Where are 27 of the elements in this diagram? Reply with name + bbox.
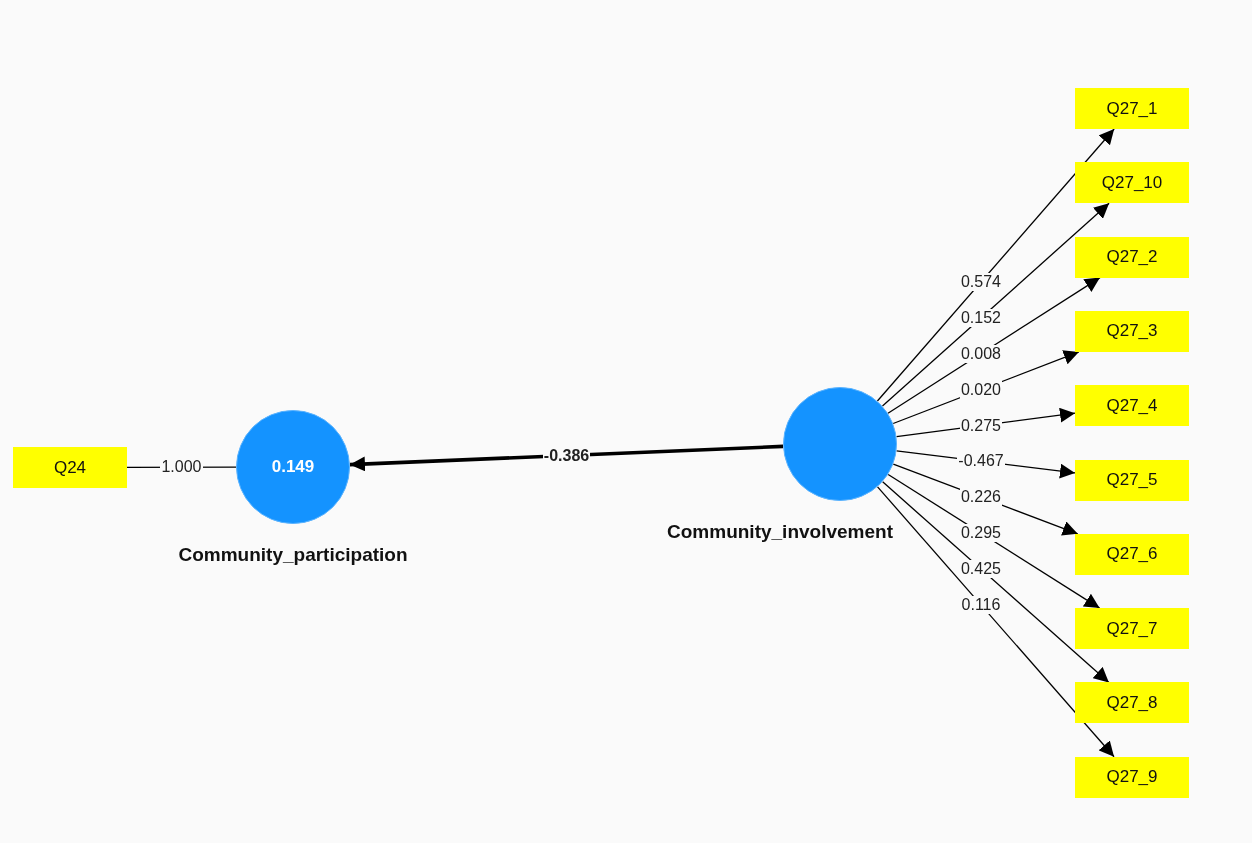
indicator-box: Q27_8: [1075, 682, 1189, 724]
edge-label: 0.226: [959, 488, 1002, 507]
indicator-box: Q27_5: [1075, 459, 1189, 501]
edge-label: 0.116: [960, 595, 1002, 614]
arrow: [876, 128, 1115, 402]
edge-label: 0.295: [959, 524, 1002, 543]
indicator-box: Q27_9: [1075, 756, 1189, 798]
indicator-box: Q27_3: [1075, 310, 1189, 352]
edge-label: 0.574: [959, 273, 1002, 291]
edge-label: 0.020: [959, 380, 1002, 399]
indicator-box: Q27_2: [1075, 236, 1189, 278]
arrow: [876, 486, 1115, 758]
r-squared-value: 0.149: [271, 457, 315, 477]
indicator-box: Q27_7: [1075, 608, 1189, 650]
indicator-box: Q27_4: [1075, 385, 1189, 427]
indicator-box: Q27_10: [1075, 162, 1189, 204]
arrow: [882, 481, 1110, 684]
edge-label: 0.008: [959, 344, 1002, 363]
indicator-box: Q27_6: [1075, 533, 1189, 575]
construct-name: Community_involvement: [667, 521, 893, 543]
indicator-box: Q24: [13, 447, 127, 488]
construct-name: Community_participation: [178, 544, 408, 566]
arrow: [349, 444, 784, 472]
edge-label: 0.152: [959, 308, 1002, 327]
edge-label: 0.425: [959, 560, 1002, 578]
indicator-box: Q27_1: [1075, 88, 1189, 129]
arrow: [881, 202, 1110, 407]
